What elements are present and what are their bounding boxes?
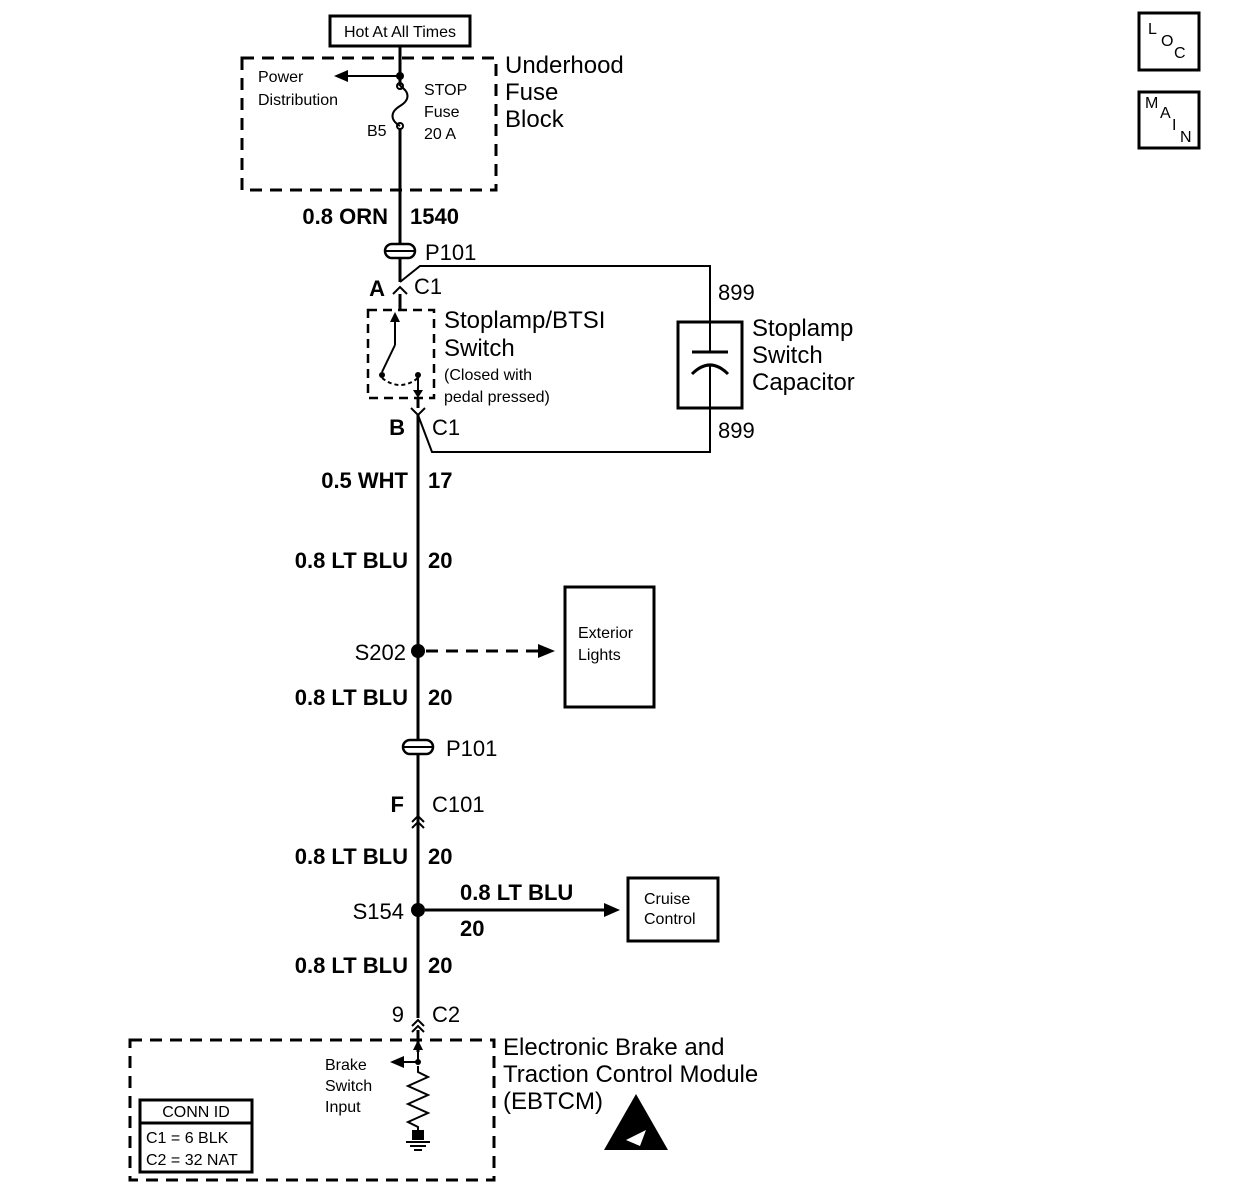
ebtcm-title-3: (EBTCM) [503,1088,603,1115]
wire-20a-circuit: 20 [428,548,452,573]
wire-899-top [399,265,711,322]
main-letter-m: M [1145,95,1158,112]
ebtcm-title-2: Traction Control Module [503,1061,758,1088]
fuse-name-2: Fuse [424,104,460,121]
p101-bottom-label: P101 [446,736,497,761]
power-distribution-arrow-icon [334,70,348,82]
fuse-name-1: STOP [424,82,467,99]
c1-bottom-connector-icon [410,407,426,417]
wire-1540-circuit: 1540 [410,204,459,229]
loc-nav-button[interactable]: L O C [1137,11,1201,72]
brake-switch-input-arrow-icon [390,1056,404,1068]
wire-17-gauge: 0.5 WHT [321,468,408,493]
switch-title-1: Stoplamp/BTSI [444,307,605,334]
cruise-control-arrow-icon [604,903,620,917]
capacitor-title-1: Stoplamp [752,315,853,342]
cruise-control-box [626,876,720,943]
main-letter-a: A [1160,105,1171,122]
pin-f-label: F [391,792,404,817]
loc-letter-o: O [1161,33,1173,50]
c1-top-label: C1 [414,274,442,299]
main-letter-i: I [1172,117,1176,134]
c2-connector-icon [411,1018,425,1027]
wire-20d-gauge: 0.8 LT BLU [295,953,408,978]
underhood-fuse-block-box [240,56,498,192]
pin-9-label: 9 [392,1002,404,1027]
wire-20b-circuit: 20 [428,685,452,710]
conn-id-header: CONN ID [162,1104,230,1121]
fuse-block-title-3: Block [505,106,565,133]
ebtcm-title-1: Electronic Brake and [503,1034,724,1061]
exterior-lights-box [563,585,656,709]
loc-letter-l: L [1148,21,1157,38]
c101-connector-icon [411,814,425,823]
wire-20b-gauge: 0.8 LT BLU [295,685,408,710]
wire-20c-gauge: 0.8 LT BLU [295,844,408,869]
capacitor-title-3: Capacitor [752,369,855,396]
wire-17-circuit: 17 [428,468,452,493]
switch-note-1: (Closed with [444,367,532,384]
main-letter-n: N [1180,129,1192,146]
conn-id-row-c1: C1 = 6 BLK [146,1130,229,1147]
fuse-block-title-1: Underhood [505,52,624,79]
c1-top-connector-icon [392,285,408,295]
c1-bottom-label: C1 [432,415,460,440]
hot-at-all-times-label: Hot At All Times [344,24,456,41]
conn-id-row-c2: C2 = 32 NAT [146,1152,238,1169]
exterior-lights-label-2: Lights [578,647,621,664]
capacitor-circuit-bottom: 899 [718,418,755,443]
cruise-control-label-2: Control [644,911,696,928]
brake-input-label-3: Input [325,1099,361,1116]
wire-20a-gauge: 0.8 LT BLU [295,548,408,573]
splice-s202-icon [411,644,425,658]
stoplamp-switch-box [366,308,436,400]
ebtcm-box [128,1038,496,1182]
main-nav-button[interactable]: M A I N [1137,90,1201,150]
capacitor-circuit-top: 899 [718,280,755,305]
cruise-control-label-1: Cruise [644,891,690,908]
c101-label: C101 [432,792,485,817]
conn-id-table [138,1098,254,1174]
switch-note-2: pedal pressed) [444,389,550,406]
wire-899-bottom [417,408,711,453]
brake-input-label-2: Switch [325,1078,372,1095]
power-distribution-label-2: Distribution [258,92,338,109]
loc-letter-c: C [1174,45,1186,62]
exterior-lights-label-1: Exterior [578,625,634,642]
cruise-wire-circuit: 20 [460,916,484,941]
pin-a-label: A [369,276,385,301]
ground-icon [412,1130,424,1140]
pin-b-label: B [389,415,405,440]
power-distribution-label-1: Power [258,69,304,86]
exterior-lights-arrow-icon [538,644,555,658]
wire-20c-circuit: 20 [428,844,452,869]
p101-top-label: P101 [425,240,476,265]
cruise-wire-gauge: 0.8 LT BLU [460,880,573,905]
switch-title-2: Switch [444,335,515,362]
fuse-terminal-b5: B5 [367,123,387,140]
splice-s202-label: S202 [355,640,406,665]
splice-s154-icon [411,903,425,917]
resistor-icon [405,1066,431,1134]
fuse-name-3: 20 A [424,126,456,143]
capacitor-title-2: Switch [752,342,823,369]
wire-1540-gauge: 0.8 ORN [302,204,388,229]
splice-s154-label: S154 [353,899,404,924]
switch-contact-icon [381,344,396,373]
fuse-block-title-2: Fuse [505,79,558,106]
c2-label: C2 [432,1002,460,1027]
fuse-icon [391,85,409,127]
wire-20d-circuit: 20 [428,953,452,978]
brake-input-label-1: Brake [325,1057,367,1074]
esd-warning-icon [604,1094,668,1150]
